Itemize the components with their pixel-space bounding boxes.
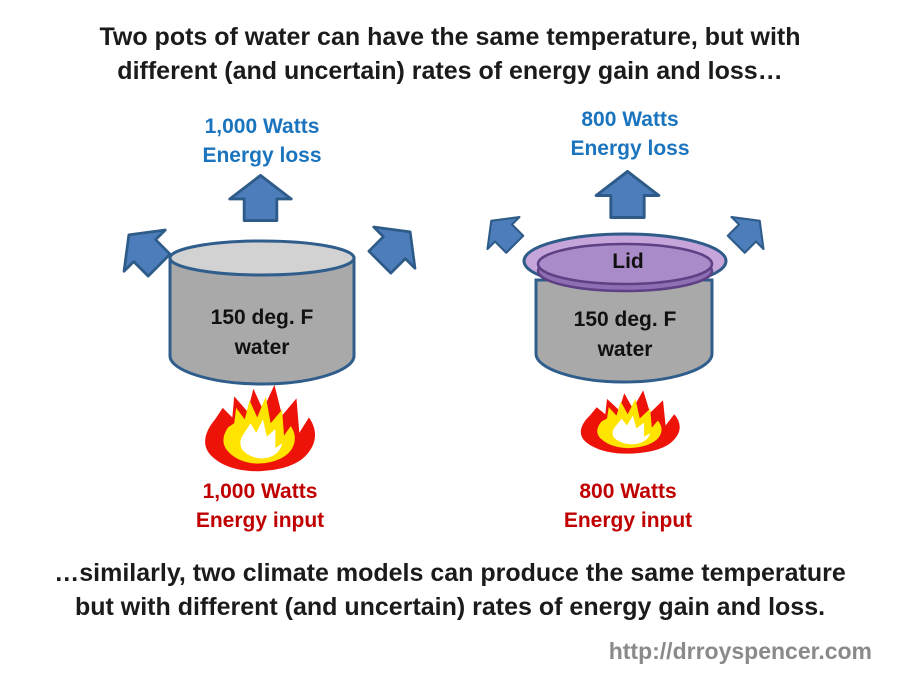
flame-icon bbox=[198, 383, 326, 473]
left-energy-input-label: 1,000 Watts Energy input bbox=[195, 480, 325, 532]
footer-text: …similarly, two climate models can produ… bbox=[0, 556, 900, 624]
pot-with-lid-graphic bbox=[522, 230, 738, 386]
up-right-arrow-icon bbox=[718, 202, 778, 262]
title-line-1: Two pots of water can have the same temp… bbox=[99, 23, 801, 51]
left-water-label: 150 deg. F water bbox=[210, 306, 314, 359]
pot-graphic bbox=[166, 238, 358, 388]
title-line-2: different (and uncertain) rates of energ… bbox=[117, 57, 783, 85]
flame-icon bbox=[576, 389, 688, 455]
up-arrow-icon bbox=[594, 170, 661, 219]
up-right-arrow-icon bbox=[357, 209, 433, 285]
lid-label: Lid bbox=[612, 250, 644, 273]
right-energy-input-label: 800 Watts Energy input bbox=[563, 480, 693, 532]
up-arrow-icon bbox=[227, 174, 294, 222]
footer-line-1: …similarly, two climate models can produ… bbox=[54, 559, 846, 587]
right-water-label: 150 deg. F water bbox=[573, 308, 677, 361]
website-url: http://drroyspencer.com bbox=[608, 638, 872, 664]
footer-line-2: but with different (and uncertain) rates… bbox=[74, 593, 826, 621]
page-title: Two pots of water can have the same temp… bbox=[0, 20, 900, 88]
right-energy-loss-label: 800 Watts Energy loss bbox=[570, 108, 690, 160]
up-left-arrow-icon bbox=[106, 212, 182, 288]
left-energy-loss-label: 1,000 Watts Energy loss bbox=[202, 115, 322, 167]
up-left-arrow-icon bbox=[473, 202, 533, 262]
